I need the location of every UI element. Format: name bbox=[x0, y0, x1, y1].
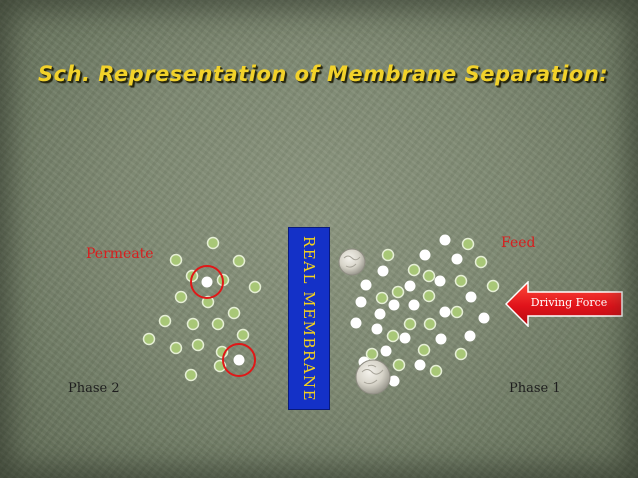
feed-large-particles bbox=[350, 234, 490, 387]
permeate-small-particles bbox=[142, 236, 262, 382]
membrane-label: REAL MEMBRANE bbox=[300, 235, 318, 402]
left-arrow-icon bbox=[505, 281, 623, 327]
slide-title: Sch. Representation of Membrane Separati… bbox=[38, 62, 609, 86]
driving-force-arrow: Driving Force bbox=[505, 281, 623, 327]
membrane-barrier: REAL MEMBRANE bbox=[288, 227, 330, 410]
feed-label: Feed bbox=[501, 235, 536, 251]
feed-small-particles bbox=[365, 237, 500, 378]
feed-macromolecules bbox=[338, 248, 391, 395]
permeate-label: Permeate bbox=[86, 246, 154, 262]
highlight-rings bbox=[190, 265, 256, 377]
permeate-large-particles bbox=[201, 276, 245, 366]
phase-2-label: Phase 2 bbox=[68, 381, 120, 396]
phase-1-label: Phase 1 bbox=[509, 381, 561, 396]
driving-force-label: Driving Force bbox=[530, 296, 608, 309]
